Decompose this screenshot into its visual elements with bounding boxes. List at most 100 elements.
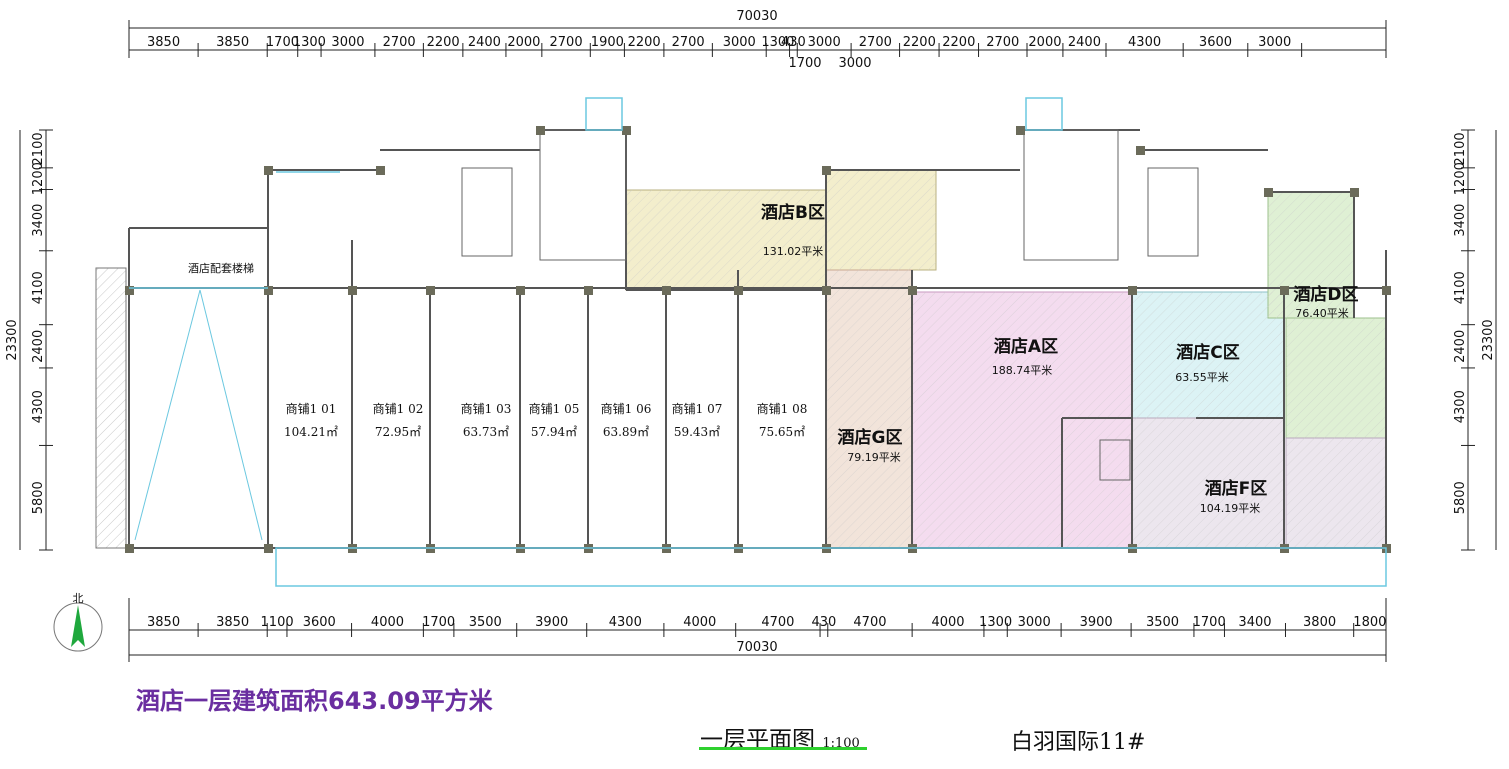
bottom-dim-17: 3900 [1080, 615, 1113, 630]
shop-name-4: 商铺1 05 [529, 401, 580, 416]
column-mid-2 [264, 286, 273, 295]
floor-area-summary: 酒店一层建筑面积643.09平方米 [136, 687, 493, 715]
column-top-1 [264, 166, 273, 175]
left-side-dim-3: 3400 [31, 204, 46, 237]
zone-hatching [626, 170, 1386, 548]
top-dim-15: 1300 [761, 35, 794, 50]
bottom-dim-19: 1700 [1193, 615, 1226, 630]
lobby-void [134, 289, 263, 541]
bottom-dim-1: 3850 [147, 615, 180, 630]
zone-c-name: 酒店C区 [1176, 342, 1239, 363]
column-mid-4 [426, 286, 435, 295]
top-dim-26: 3000 [1258, 35, 1291, 50]
column-mid-13 [1382, 286, 1391, 295]
top-dim-13: 2700 [672, 35, 705, 50]
column-mid-3 [348, 286, 357, 295]
plan-title-underline [699, 747, 867, 750]
column-bottom-2 [264, 544, 273, 553]
zone-labels: 酒店B区 131.02平米 酒店A区 188.74平米 酒店C区 63.55平米… [761, 202, 1359, 515]
shop-name-5: 商铺1 06 [601, 401, 652, 416]
shop-area-1: 104.21㎡ [284, 425, 338, 439]
bottom-dim-7: 3500 [469, 615, 502, 630]
right-side-dim-2: 1200 [1453, 162, 1468, 195]
project-name: 白羽国际11# [1011, 730, 1146, 755]
left-side-dim-2: 1200 [31, 162, 46, 195]
top-dim-7: 2200 [427, 35, 460, 50]
left-side-dim-1: 2100 [31, 132, 46, 165]
column-top-5 [822, 166, 831, 175]
top-sub-dim-1: 1700 [788, 56, 821, 71]
bottom-dim-14: 4000 [931, 615, 964, 630]
zone-f-name: 酒店F区 [1205, 478, 1268, 499]
overall-width-bottom: 70030 [736, 640, 777, 655]
hotel-stair-label: 酒店配套楼梯 [188, 261, 254, 275]
column-mid-6 [584, 286, 593, 295]
top-dim-25: 3600 [1199, 35, 1232, 50]
right-side-dim-4: 4100 [1453, 271, 1468, 304]
bottom-dim-8: 3900 [535, 615, 568, 630]
top-dim-9: 2000 [507, 35, 540, 50]
right-side-dim-5: 2400 [1453, 330, 1468, 363]
shop-name-3: 商铺1 03 [461, 401, 512, 416]
bottom-dim-5: 4000 [371, 615, 404, 630]
left-side-dim-5: 2400 [31, 330, 46, 363]
zone-c-area: 63.55平米 [1175, 371, 1229, 384]
top-dim-5: 3000 [331, 35, 364, 50]
bottom-dim-20: 3400 [1238, 615, 1271, 630]
top-dim-14: 3000 [723, 35, 756, 50]
top-dim-2: 3850 [216, 35, 249, 50]
bottom-dim-13: 4700 [853, 615, 886, 630]
column-mid-9 [822, 286, 831, 295]
overall-dimension-bottom: 70030 [128, 598, 1387, 662]
bottom-dim-16: 3000 [1018, 615, 1051, 630]
top-dim-11: 1900 [591, 35, 624, 50]
zone-b-area: 131.02平米 [763, 245, 824, 258]
column-mid-5 [516, 286, 525, 295]
shop-area-5: 63.89㎡ [603, 425, 649, 439]
column-top-9 [1350, 188, 1359, 197]
top-dim-6: 2700 [383, 35, 416, 50]
zone-d-name: 酒店D区 [1293, 284, 1358, 305]
shop-area-4: 57.94㎡ [531, 425, 577, 439]
bottom-dim-11: 4700 [761, 615, 794, 630]
bottom-dim-12: 430 [811, 615, 836, 630]
column-top-6 [1016, 126, 1025, 135]
right-side-dim-3: 3400 [1453, 204, 1468, 237]
column-top-8 [1264, 188, 1273, 197]
top-dim-23: 2400 [1068, 35, 1101, 50]
stair-cores [461, 129, 1199, 481]
top-dim-19: 2200 [903, 35, 936, 50]
right-side-dim-1: 2100 [1453, 132, 1468, 165]
top-dim-24: 4300 [1128, 35, 1161, 50]
building-walls [128, 129, 1387, 549]
bottom-dim-4: 3600 [303, 615, 336, 630]
bottom-dim-18: 3500 [1146, 615, 1179, 630]
shop-name-7: 商铺1 08 [757, 401, 808, 416]
column-mid-10 [908, 286, 917, 295]
shop-area-3: 63.73㎡ [463, 425, 509, 439]
overall-depth-right: 23300 [1481, 319, 1496, 360]
shop-name-6: 商铺1 07 [672, 401, 723, 416]
bottom-dim-6: 1700 [422, 615, 455, 630]
column-top-3 [536, 126, 545, 135]
right-side-dim-6: 4300 [1453, 390, 1468, 423]
top-dim-4: 1300 [293, 35, 326, 50]
zone-d-area: 76.40平米 [1295, 307, 1349, 320]
zone-g-name: 酒店G区 [838, 427, 903, 448]
column-top-4 [622, 126, 631, 135]
left-side-dim-7: 5800 [31, 481, 46, 514]
column-mid-7 [662, 286, 671, 295]
entry-ramp [95, 267, 127, 549]
column-bottom-1 [125, 544, 134, 553]
shop-area-6: 59.43㎡ [674, 425, 720, 439]
left-side-dim-4: 4100 [31, 271, 46, 304]
column-mid-8 [734, 286, 743, 295]
storefront-glazing [129, 97, 1387, 587]
shop-area-7: 75.65㎡ [759, 425, 805, 439]
zone-a-area: 188.74平米 [992, 364, 1053, 377]
